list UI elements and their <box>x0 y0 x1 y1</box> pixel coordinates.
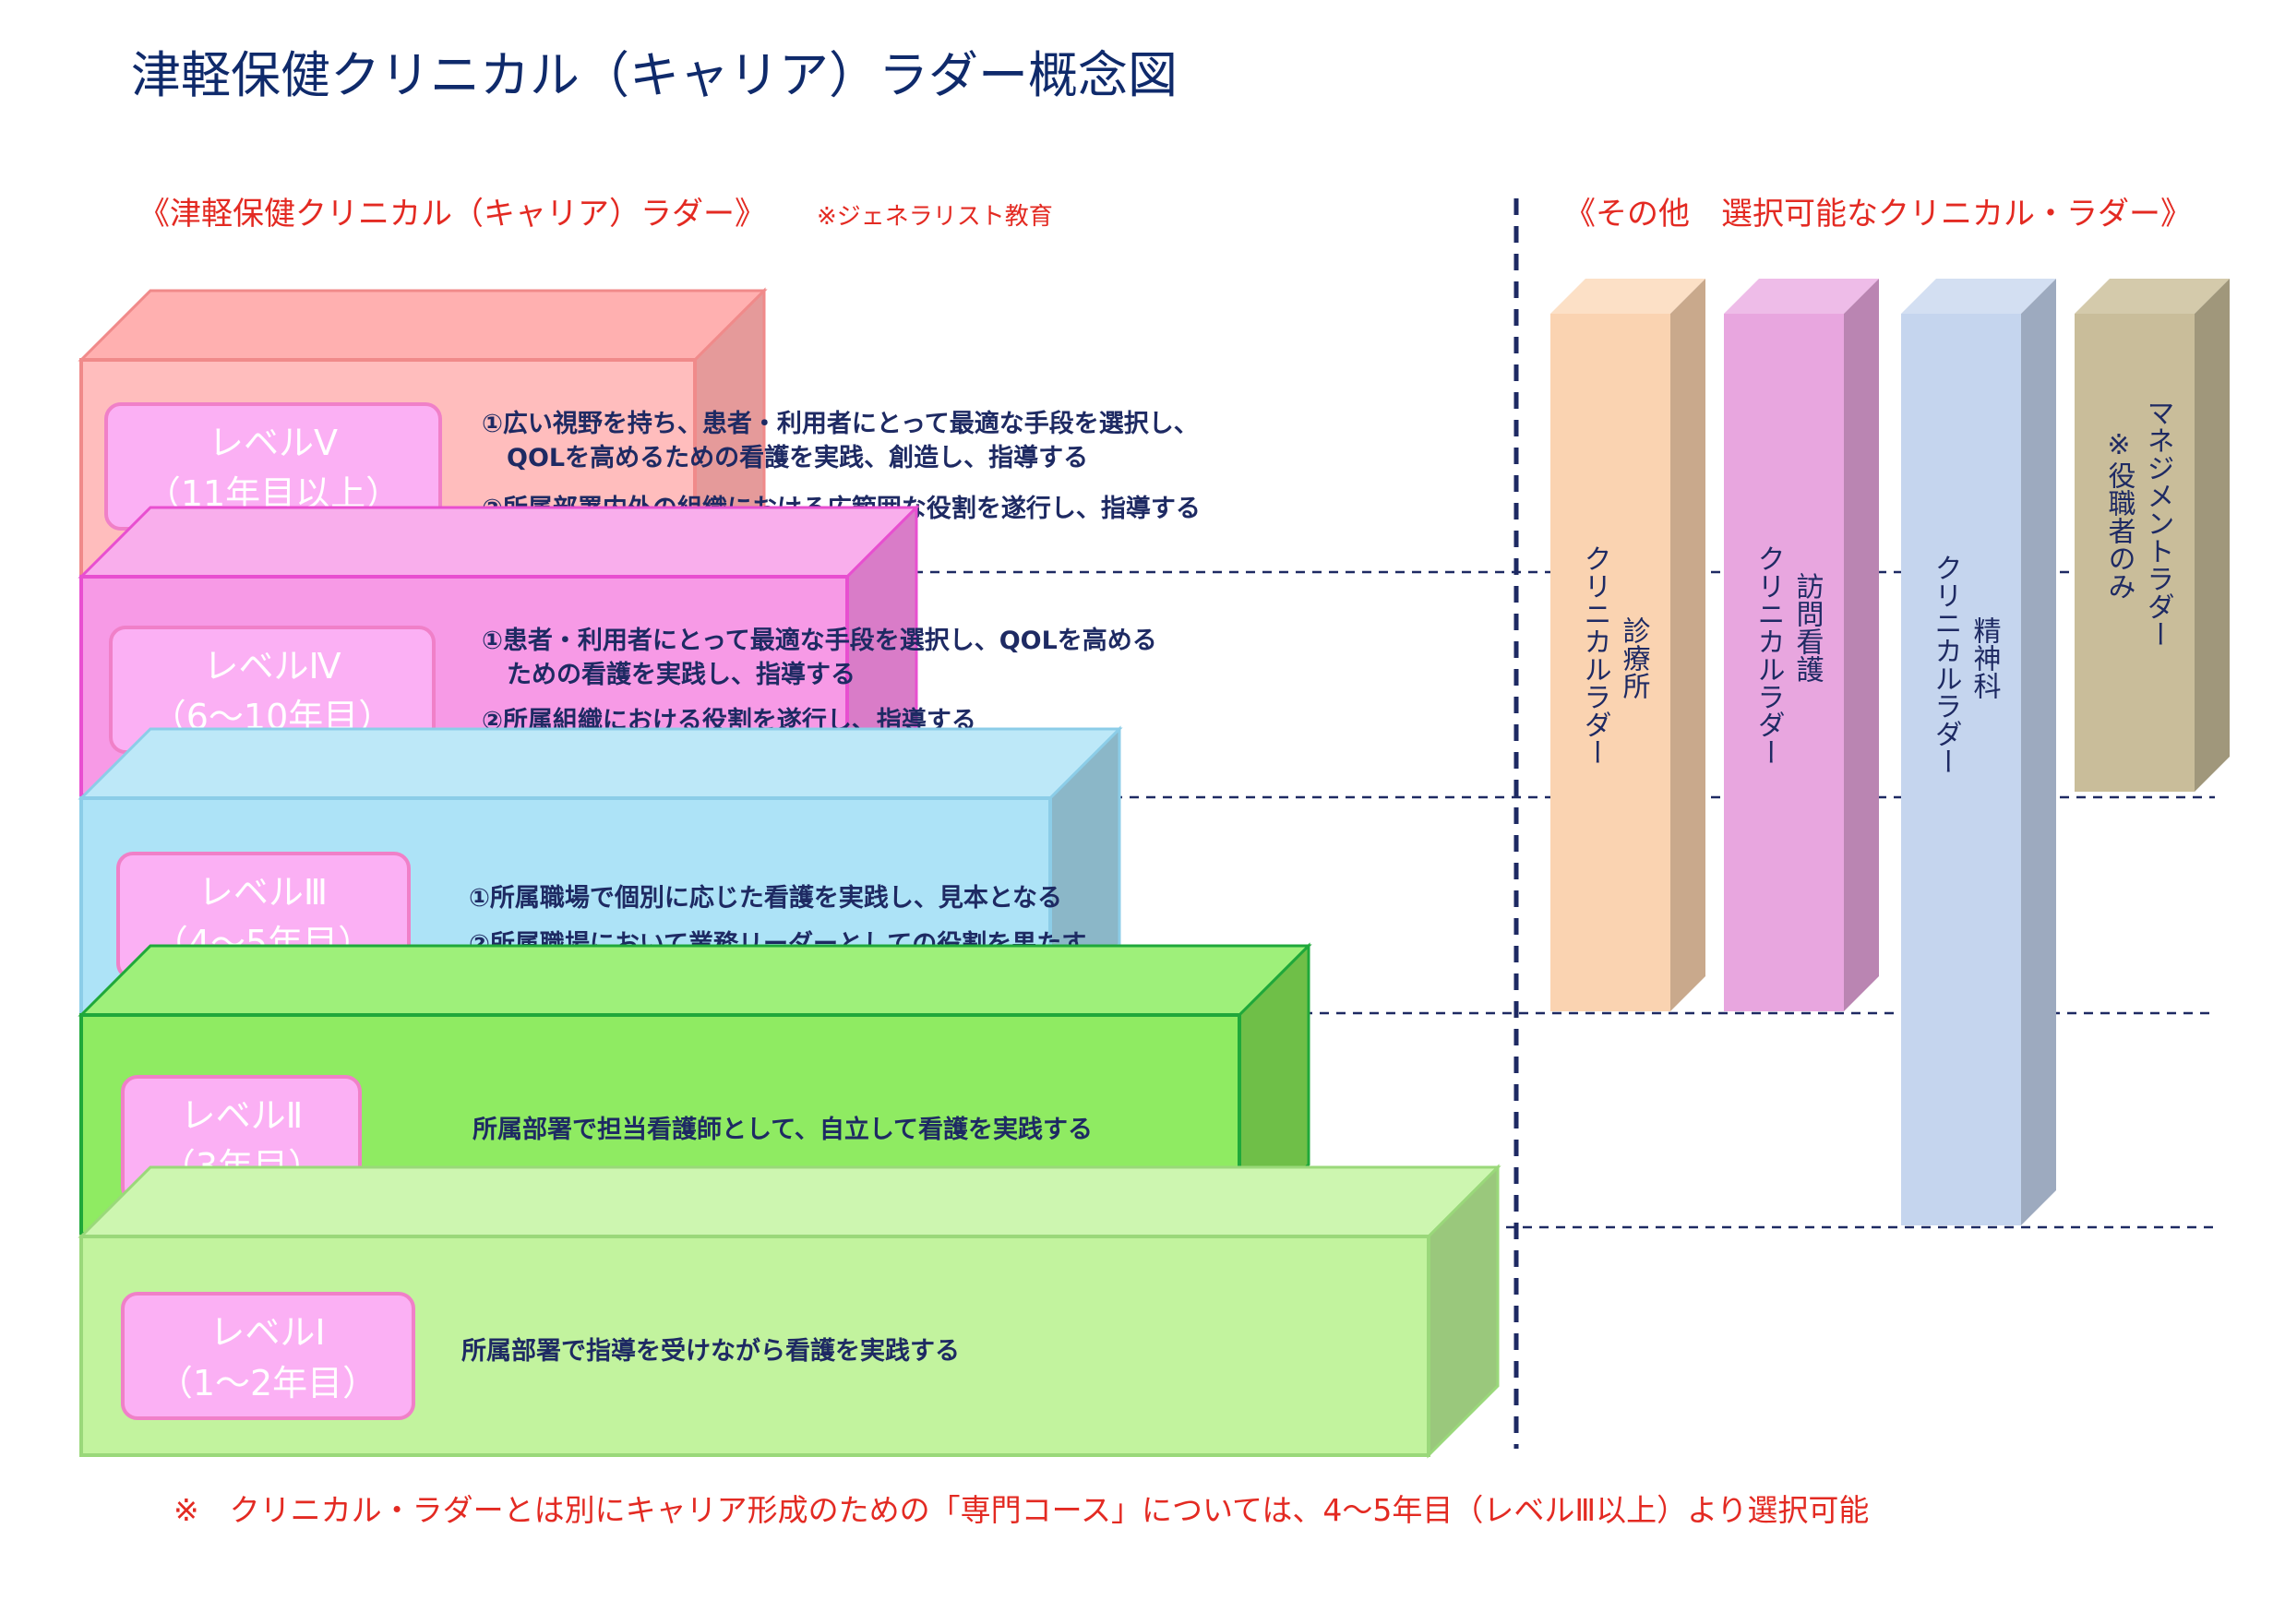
management-ladder-top <box>2075 279 2230 314</box>
clinic-ladder-front <box>1550 314 1670 1011</box>
level-4-desc-1: ①患者・利用者にとって最適な手段を選択し、QOLを高める <box>482 626 1157 655</box>
management-ladder: マネジメントラダー ※役職者のみ <box>2075 279 2230 792</box>
psychiatric-ladder-side <box>2021 279 2056 1225</box>
home-nursing-ladder-label-2: クリニカルラダー <box>1753 544 1785 766</box>
level-1-block: レベルⅠ （1～2年目） 所属部署で指導を受けながら看護を実践する <box>78 1164 1501 1459</box>
level-1-years: （1～2年目） <box>158 1363 377 1403</box>
other-ladders: 診療所 クリニカルラダー 訪問看護 クリニカルラダー 精神科 クリニカルラダー … <box>1550 279 2230 1225</box>
left-heading-main: 《津軽保健クリニカル（キャリア）ラダー》 <box>138 196 766 233</box>
left-heading-note: ※ジェネラリスト教育 <box>817 203 1053 231</box>
clinic-ladder-side <box>1670 279 1705 1011</box>
page-title: 津軽保健クリニカル（キャリア）ラダー概念図 <box>131 46 1178 104</box>
psychiatric-ladder-label-1: 精神科 <box>1968 616 2002 699</box>
level-1-name: レベルⅠ <box>209 1312 325 1353</box>
footnote: ※ クリニカル・ラダーとは別にキャリア形成のための「専門コース」については、4～… <box>173 1492 1869 1528</box>
level-2-desc-1: 所属部署で担当看護師として、自立して看護を実践する <box>473 1115 1093 1144</box>
psychiatric-ladder: 精神科 クリニカルラダー <box>1901 279 2056 1225</box>
level-1-label-box <box>121 1292 415 1420</box>
level-1-desc-1: 所属部署で指導を受けながら看護を実践する <box>461 1336 960 1366</box>
home-nursing-ladder: 訪問看護 クリニカルラダー <box>1724 279 1879 1011</box>
level-3-desc-1: ①所属職場で個別に応じた看護を実践し、見本となる <box>469 883 1062 913</box>
psychiatric-ladder-label-2: クリニカルラダー <box>1930 554 1962 775</box>
ladder-levels: レベルⅤ （11年目以上） ①広い視野を持ち、患者・利用者にとって最適な手段を選… <box>78 287 1501 1459</box>
right-heading: 《その他 選択可能なクリニカル・ラダー》 <box>1564 196 2192 233</box>
level-5-desc-2: QOLを高めるための看護を実践、創造し、指導する <box>482 443 1088 472</box>
level-5-top <box>78 289 768 362</box>
home-nursing-ladder-label-1: 訪問看護 <box>1791 572 1824 683</box>
level-1-top <box>78 1165 1501 1238</box>
clinic-ladder-label-2: クリニカルラダー <box>1579 544 1611 766</box>
level-5-desc-1: ①広い視野を持ち、患者・利用者にとって最適な手段を選択し、 <box>482 409 1199 438</box>
management-ladder-side <box>2195 279 2230 792</box>
management-ladder-front <box>2075 314 2195 792</box>
level-2-name: レベルⅡ <box>181 1095 304 1136</box>
management-ladder-label-2: ※役職者のみ <box>2103 429 2136 600</box>
level-3-top <box>78 727 1123 800</box>
level-3-name: レベルⅢ <box>198 872 328 913</box>
home-nursing-ladder-side <box>1844 279 1879 1011</box>
clinic-ladder-label-1: 診療所 <box>1618 616 1651 699</box>
home-nursing-ladder-top <box>1724 279 1879 314</box>
clinic-ladder: 診療所 クリニカルラダー <box>1550 279 1705 1011</box>
level-5-name: レベルⅤ <box>209 423 338 463</box>
level-4-name: レベルⅣ <box>203 646 341 687</box>
management-ladder-label-1: マネジメントラダー <box>2142 399 2174 648</box>
clinic-ladder-top <box>1550 279 1705 314</box>
level-4-desc-2: ための看護を実践し、指導する <box>482 660 855 689</box>
level-2-top <box>78 944 1312 1017</box>
psychiatric-ladder-top <box>1901 279 2056 314</box>
level-4-top <box>78 506 920 579</box>
psychiatric-ladder-front <box>1901 314 2021 1225</box>
home-nursing-ladder-front <box>1724 314 1844 1011</box>
